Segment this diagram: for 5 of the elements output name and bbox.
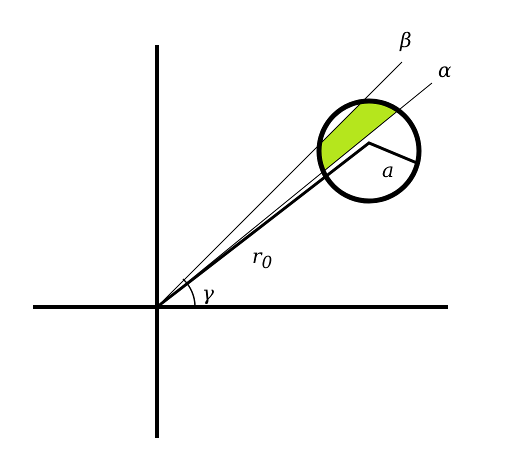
angle-label: β (400, 30, 412, 50)
radius-label: a (382, 160, 394, 180)
angle-label: γ (202, 283, 214, 303)
distance-label: r$_{0}$ (252, 246, 272, 273)
angle-label: α (438, 60, 452, 80)
